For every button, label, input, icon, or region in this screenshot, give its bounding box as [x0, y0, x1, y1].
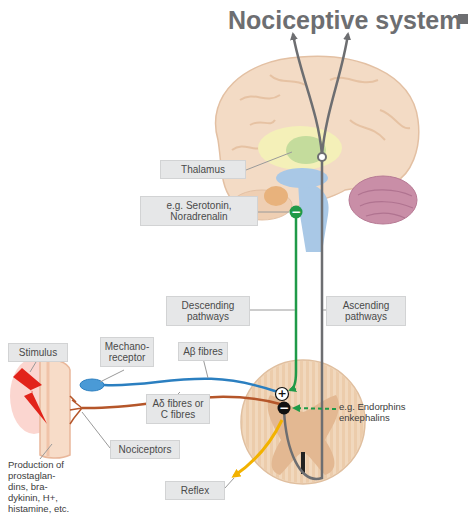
inhibition-circle: [290, 206, 303, 219]
callout-box: Aδ fibres or C fibres: [146, 394, 210, 424]
hypothalamus: [264, 186, 288, 206]
box-text: Descending pathways: [170, 300, 246, 322]
callout-box: e.g. Serotonin, Noradrenalin: [140, 196, 258, 226]
leader-line: [30, 362, 36, 372]
callout-box: Nociceptors: [110, 440, 180, 459]
leader-lines: [30, 152, 326, 488]
excitation-sign: +: [276, 388, 288, 400]
descending-pathway: [290, 218, 296, 390]
stimulus-lightning: [13, 368, 47, 424]
box-text: Stimulus: [12, 347, 64, 358]
callout-box: Mechano- receptor: [100, 337, 154, 367]
excitation-circle: [276, 388, 289, 401]
ascending-branch: [322, 34, 348, 155]
leader-line: [250, 310, 295, 311]
callout-box: Stimulus: [8, 343, 68, 362]
midbrain: [276, 168, 328, 188]
box-text: Mechano- receptor: [104, 341, 150, 363]
cerebellum-folds: [358, 190, 413, 218]
brainstem: [298, 182, 329, 252]
callout-box: Aβ fibres: [178, 342, 228, 361]
box-text: Ascending pathways: [330, 300, 402, 322]
title-square: [458, 14, 468, 24]
cerebellum: [349, 176, 417, 224]
box-text: Aδ fibres or C fibres: [150, 398, 206, 420]
leader-line: [40, 444, 52, 459]
leader-line: [246, 152, 292, 170]
callout-box: Ascending pathways: [326, 296, 406, 326]
leader-line: [203, 358, 208, 378]
inhibition-circle: [278, 402, 291, 415]
box-text: e.g. Serotonin, Noradrenalin: [144, 200, 254, 222]
skin: [40, 359, 70, 458]
diagram-title: Nociceptive system: [228, 5, 454, 35]
nociceptor-endings: [70, 396, 82, 424]
ascending-branch: [293, 34, 322, 155]
mechanoreceptor: [80, 379, 104, 391]
inhibition-sign: −: [278, 402, 290, 414]
grey-matter: [268, 395, 339, 475]
leader-line: [258, 212, 289, 213]
box-text: Aβ fibres: [182, 346, 224, 357]
note-text: e.g. Endorphins enkephalins: [339, 401, 429, 423]
box-text: Reflex: [169, 485, 221, 496]
callout-box: Descending pathways: [166, 296, 250, 326]
callout-box: Reflex: [165, 481, 225, 500]
leader-line: [82, 412, 110, 448]
note-text: Production of prostaglan- dins, bra- dyk…: [8, 459, 76, 514]
leader-line: [225, 478, 234, 488]
inhibition-sign: −: [290, 206, 302, 218]
synapse-dot: [318, 153, 326, 161]
skin-layer: [47, 362, 50, 456]
leader-line: [100, 370, 124, 382]
box-text: Nociceptors: [114, 444, 176, 455]
ascending-pathway: [284, 159, 322, 479]
callout-box: Thalamus: [160, 160, 246, 179]
endorphin-arrow: [294, 408, 336, 409]
a-beta-fibre: [104, 379, 278, 392]
box-text: Thalamus: [164, 164, 242, 175]
thalamus-region: [258, 126, 342, 170]
reflex-arrow: [234, 420, 282, 476]
